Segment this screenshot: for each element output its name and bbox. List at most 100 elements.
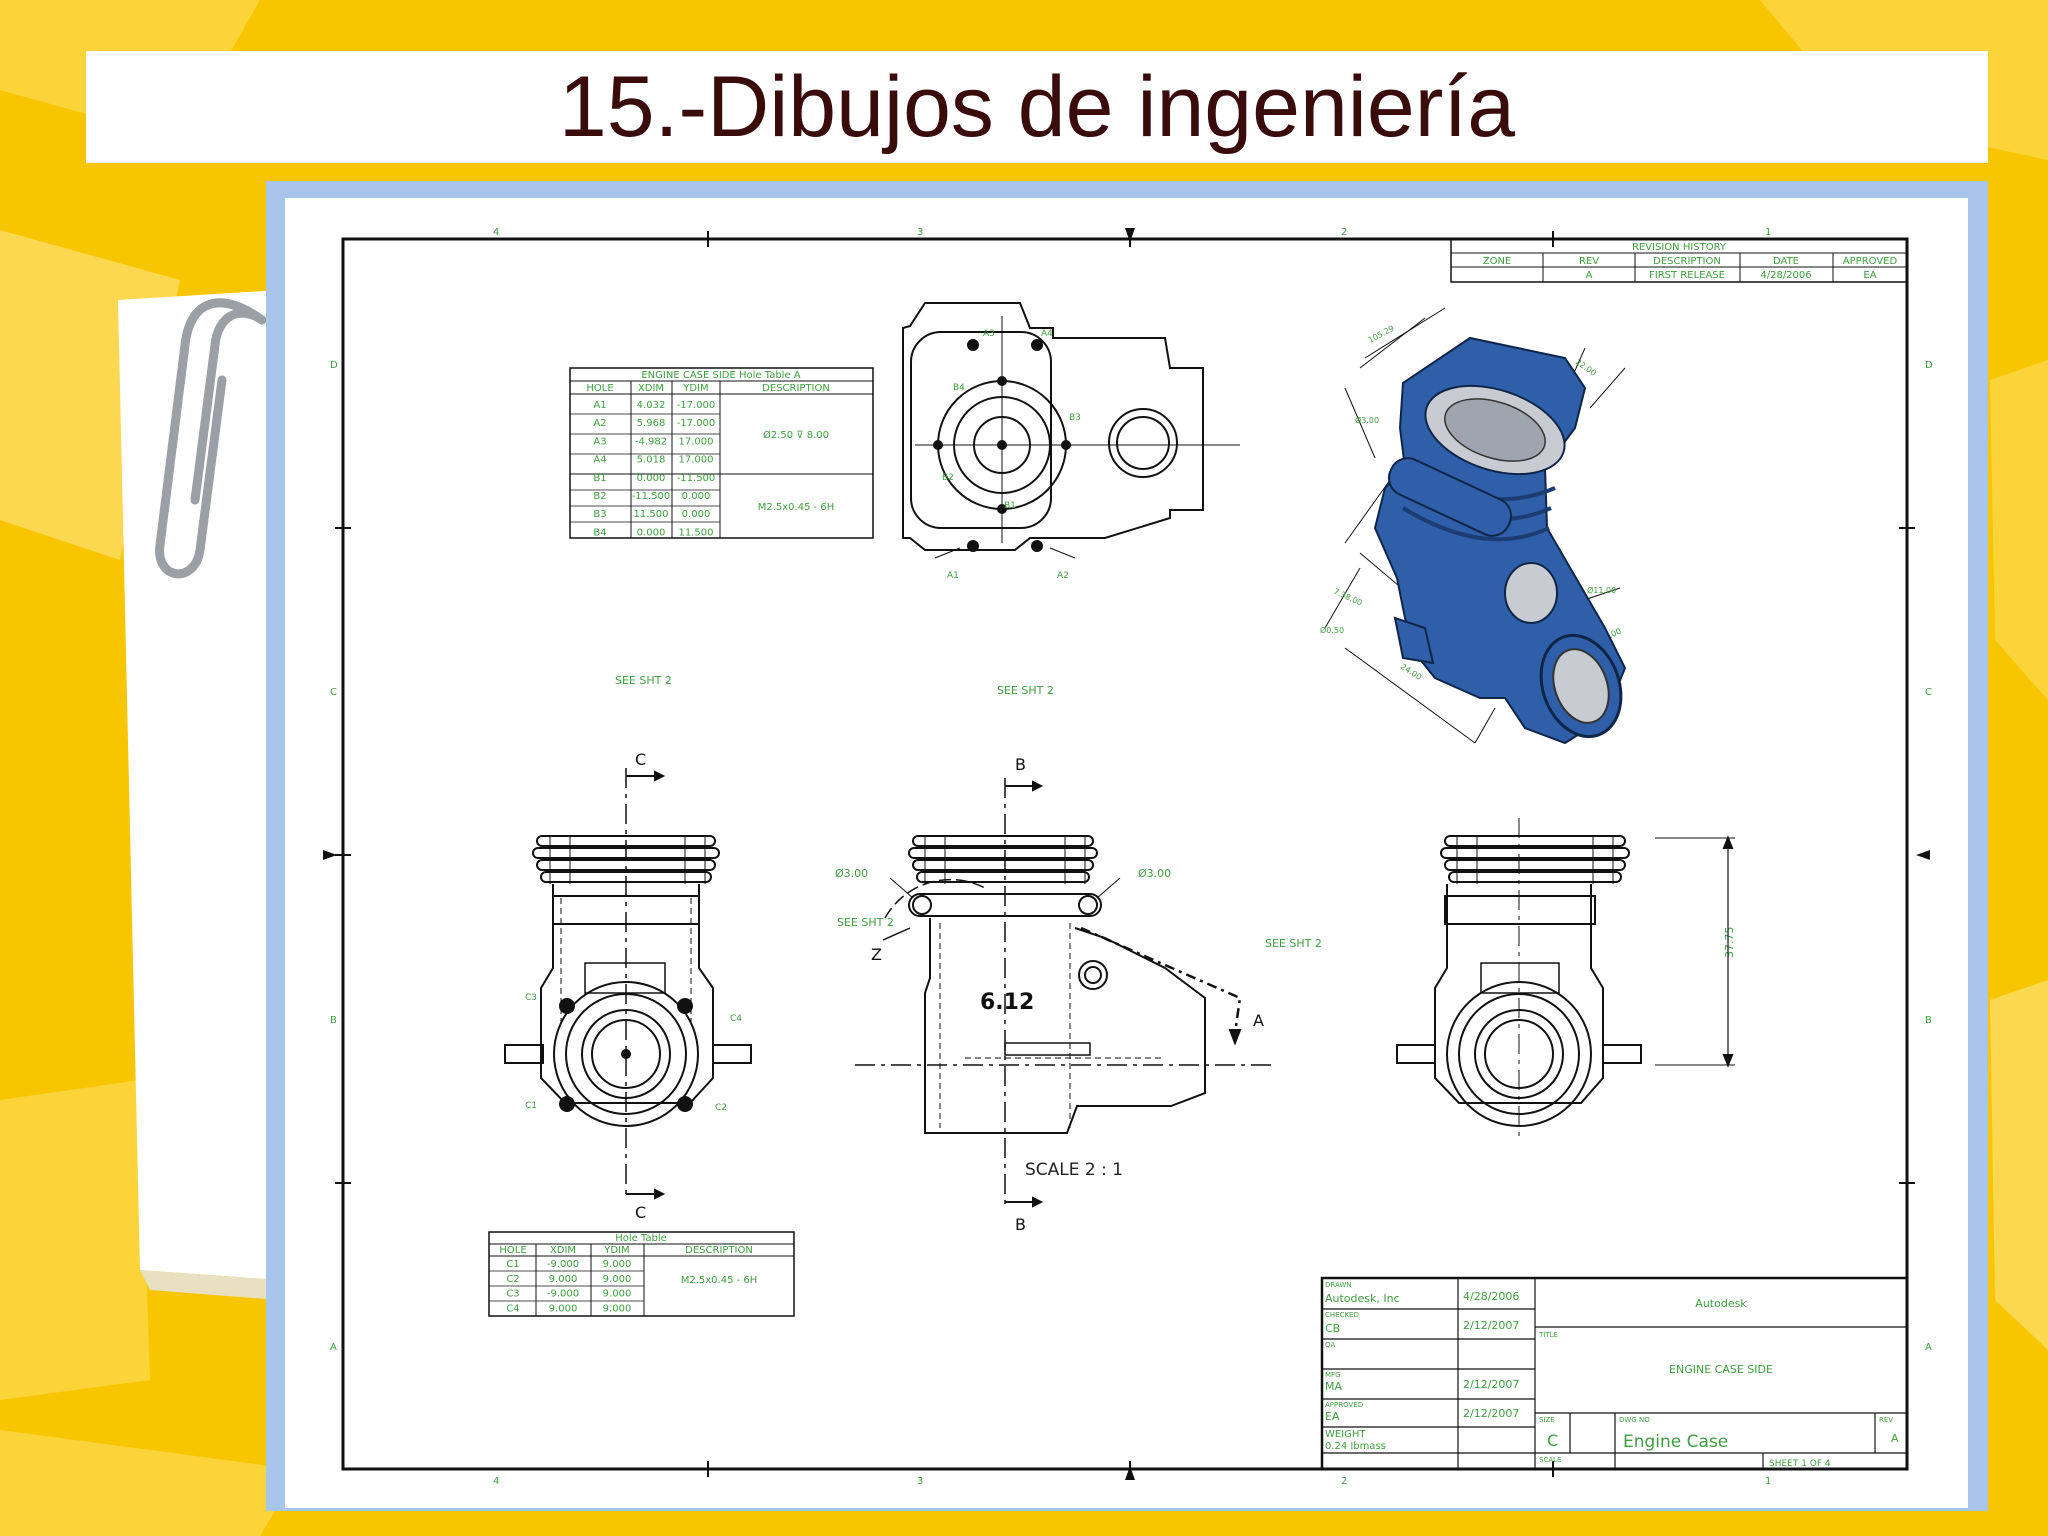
zone-col-1-bottom: 1 bbox=[1765, 1476, 1771, 1487]
section-a: A bbox=[1253, 1011, 1264, 1030]
zone-row-a-right: A bbox=[1925, 1342, 1932, 1353]
zone-col-2: 2 bbox=[1341, 227, 1347, 238]
front-view-left-labels: C1 C2 C3 C4 bbox=[525, 993, 742, 1113]
tb-checked-date: 2/12/2007 bbox=[1463, 1319, 1519, 1332]
tb-size-label: SIZE bbox=[1539, 1416, 1555, 1424]
zone-col-2-bottom: 2 bbox=[1341, 1476, 1347, 1487]
hole-table-cell: -11.500 bbox=[632, 491, 671, 502]
drawing-sheet bbox=[285, 198, 1968, 1508]
section-c-top: C bbox=[635, 750, 646, 769]
hole-table-cell: 9.000 bbox=[603, 1289, 632, 1300]
rev-header-rev: REV bbox=[1579, 256, 1599, 267]
hole-table-cell: C2 bbox=[506, 1274, 519, 1285]
hole-table-cell: -9.000 bbox=[547, 1289, 579, 1300]
rev-header-description: DESCRIPTION bbox=[1653, 256, 1721, 267]
zone-row-d-right: D bbox=[1925, 360, 1933, 371]
tb-weight-label: WEIGHT bbox=[1325, 1429, 1366, 1440]
view-z: Z bbox=[871, 945, 882, 964]
isometric-engine-case: 105.29 22.00 Ø3.00 7.38.00 Ø0.50 24.00 Ø… bbox=[1320, 307, 1627, 745]
tb-approved-by: EA bbox=[1325, 1410, 1340, 1423]
svg-text:22.00: 22.00 bbox=[1574, 357, 1598, 378]
hole-table-cell: A4 bbox=[593, 455, 606, 466]
dim-6-12: 6.12 bbox=[980, 990, 1034, 1015]
see-sht-note-1: SEE SHT 2 bbox=[615, 674, 672, 687]
tb-dwg-label: DWG NO bbox=[1619, 1416, 1650, 1424]
hole-table-cell: 17.000 bbox=[679, 436, 714, 447]
hole-table-cell: -4.982 bbox=[635, 436, 667, 447]
hole-table-cell: B3 bbox=[593, 509, 606, 520]
label-c2: C2 bbox=[715, 1103, 727, 1113]
hole-table-c: Hole Table HOLE XDIM YDIM DESCRIPTION C1… bbox=[488, 1231, 795, 1317]
center-marks bbox=[323, 228, 1930, 1480]
drawing-notes: SEE SHT 2 SEE SHT 2 SEE SHT 2 SEE SHT 2 … bbox=[615, 674, 1736, 958]
zone-row-b: B bbox=[330, 1015, 337, 1026]
hole-table-cell: -9.000 bbox=[547, 1259, 579, 1270]
hole-table-a: ENGINE CASE SIDE Hole Table A HOLE XDIM … bbox=[569, 367, 874, 539]
hole-table-cell: 0.000 bbox=[637, 473, 666, 484]
hole-table-cell: 0.000 bbox=[637, 527, 666, 538]
label-a3: A3 bbox=[983, 329, 995, 339]
hta-desc-a: Ø2.50 ⊽ 8.00 bbox=[763, 429, 829, 441]
tb-approved-date: 2/12/2007 bbox=[1463, 1407, 1519, 1420]
rev-header-date: DATE bbox=[1773, 256, 1799, 267]
svg-text:Ø3.00: Ø3.00 bbox=[1355, 415, 1379, 425]
hole-table-cell: 9.000 bbox=[603, 1259, 632, 1270]
see-sht-note-2: SEE SHT 2 bbox=[997, 684, 1054, 697]
hole-table-cell: 0.000 bbox=[682, 509, 711, 520]
hole-table-c-title: Hole Table bbox=[615, 1233, 667, 1244]
tb-sheet: SHEET 1 OF 4 bbox=[1769, 1459, 1831, 1469]
zone-col-3: 3 bbox=[917, 227, 923, 238]
hole-table-cell: A2 bbox=[593, 418, 606, 429]
zone-row-c: C bbox=[330, 687, 337, 698]
hole-table-cell: 9.000 bbox=[549, 1303, 578, 1314]
hole-table-cell: -17.000 bbox=[677, 400, 716, 411]
tb-qa-label: QA bbox=[1325, 1341, 1336, 1349]
label-c4: C4 bbox=[730, 1014, 742, 1024]
tb-mfg-by: MA bbox=[1325, 1380, 1342, 1393]
label-a2: A2 bbox=[1057, 571, 1069, 581]
tb-scale-label: SCALE bbox=[1539, 1456, 1561, 1464]
scale-note: SCALE 2 : 1 bbox=[1025, 1160, 1123, 1180]
rev-row-approved: EA bbox=[1863, 270, 1876, 281]
slide-title-band: 15.-Dibujos de ingeniería bbox=[86, 51, 1988, 163]
hole-table-cell: -17.000 bbox=[677, 418, 716, 429]
hole-table-cell: -11.500 bbox=[677, 473, 716, 484]
label-a1: A1 bbox=[947, 571, 959, 581]
hole-table-cell: B1 bbox=[593, 473, 606, 484]
hole-table-cell: 9.000 bbox=[603, 1274, 632, 1285]
rev-row-description: FIRST RELEASE bbox=[1649, 270, 1725, 281]
top-view bbox=[902, 302, 1240, 559]
tb-drawn-date: 4/28/2006 bbox=[1463, 1290, 1519, 1303]
zone-row-d: D bbox=[330, 360, 338, 371]
hole-table-cell: 9.000 bbox=[603, 1303, 632, 1314]
paperclip-icon bbox=[155, 298, 267, 579]
section-c-bottom: C bbox=[635, 1203, 646, 1222]
label-b4: B4 bbox=[953, 383, 965, 393]
hole-table-cell: 5.018 bbox=[637, 455, 666, 466]
see-sht-note-3: SEE SHT 2 bbox=[1265, 937, 1322, 950]
tb-title: ENGINE CASE SIDE bbox=[1669, 1363, 1773, 1376]
hole-table-cell: A3 bbox=[593, 436, 606, 447]
section-labels: C C B B A Z bbox=[635, 750, 1264, 1234]
rev-row-rev: A bbox=[1586, 270, 1593, 281]
hta-header-ydim: YDIM bbox=[682, 383, 708, 394]
side-view-right bbox=[1396, 818, 1735, 1138]
hole-table-cell: C4 bbox=[506, 1303, 519, 1314]
svg-text:7.38.00: 7.38.00 bbox=[1332, 587, 1363, 608]
zone-row-b-right: B bbox=[1925, 1015, 1932, 1026]
htc-header-ydim: YDIM bbox=[603, 1245, 629, 1256]
see-sht-note-4: SEE SHT 2 bbox=[837, 916, 894, 929]
hole-table-cell: B2 bbox=[593, 491, 606, 502]
tb-drawn-label: DRAWN bbox=[1325, 1281, 1352, 1289]
hta-desc-b: M2.5x0.45 - 6H bbox=[758, 502, 835, 513]
tb-mfg-label: MFG bbox=[1325, 1371, 1341, 1379]
dim-phi-right: Ø3.00 bbox=[1138, 867, 1171, 880]
hole-table-cell: B4 bbox=[593, 527, 606, 538]
tb-size: C bbox=[1547, 1431, 1558, 1450]
tb-company: Autodesk bbox=[1695, 1297, 1747, 1310]
hole-table-cell: 11.500 bbox=[634, 509, 669, 520]
hole-table-cell: 4.032 bbox=[637, 400, 666, 411]
hole-table-cell: 5.968 bbox=[637, 418, 666, 429]
rev-header-zone: ZONE bbox=[1483, 256, 1512, 267]
slide-title: 15.-Dibujos de ingeniería bbox=[558, 58, 1516, 155]
